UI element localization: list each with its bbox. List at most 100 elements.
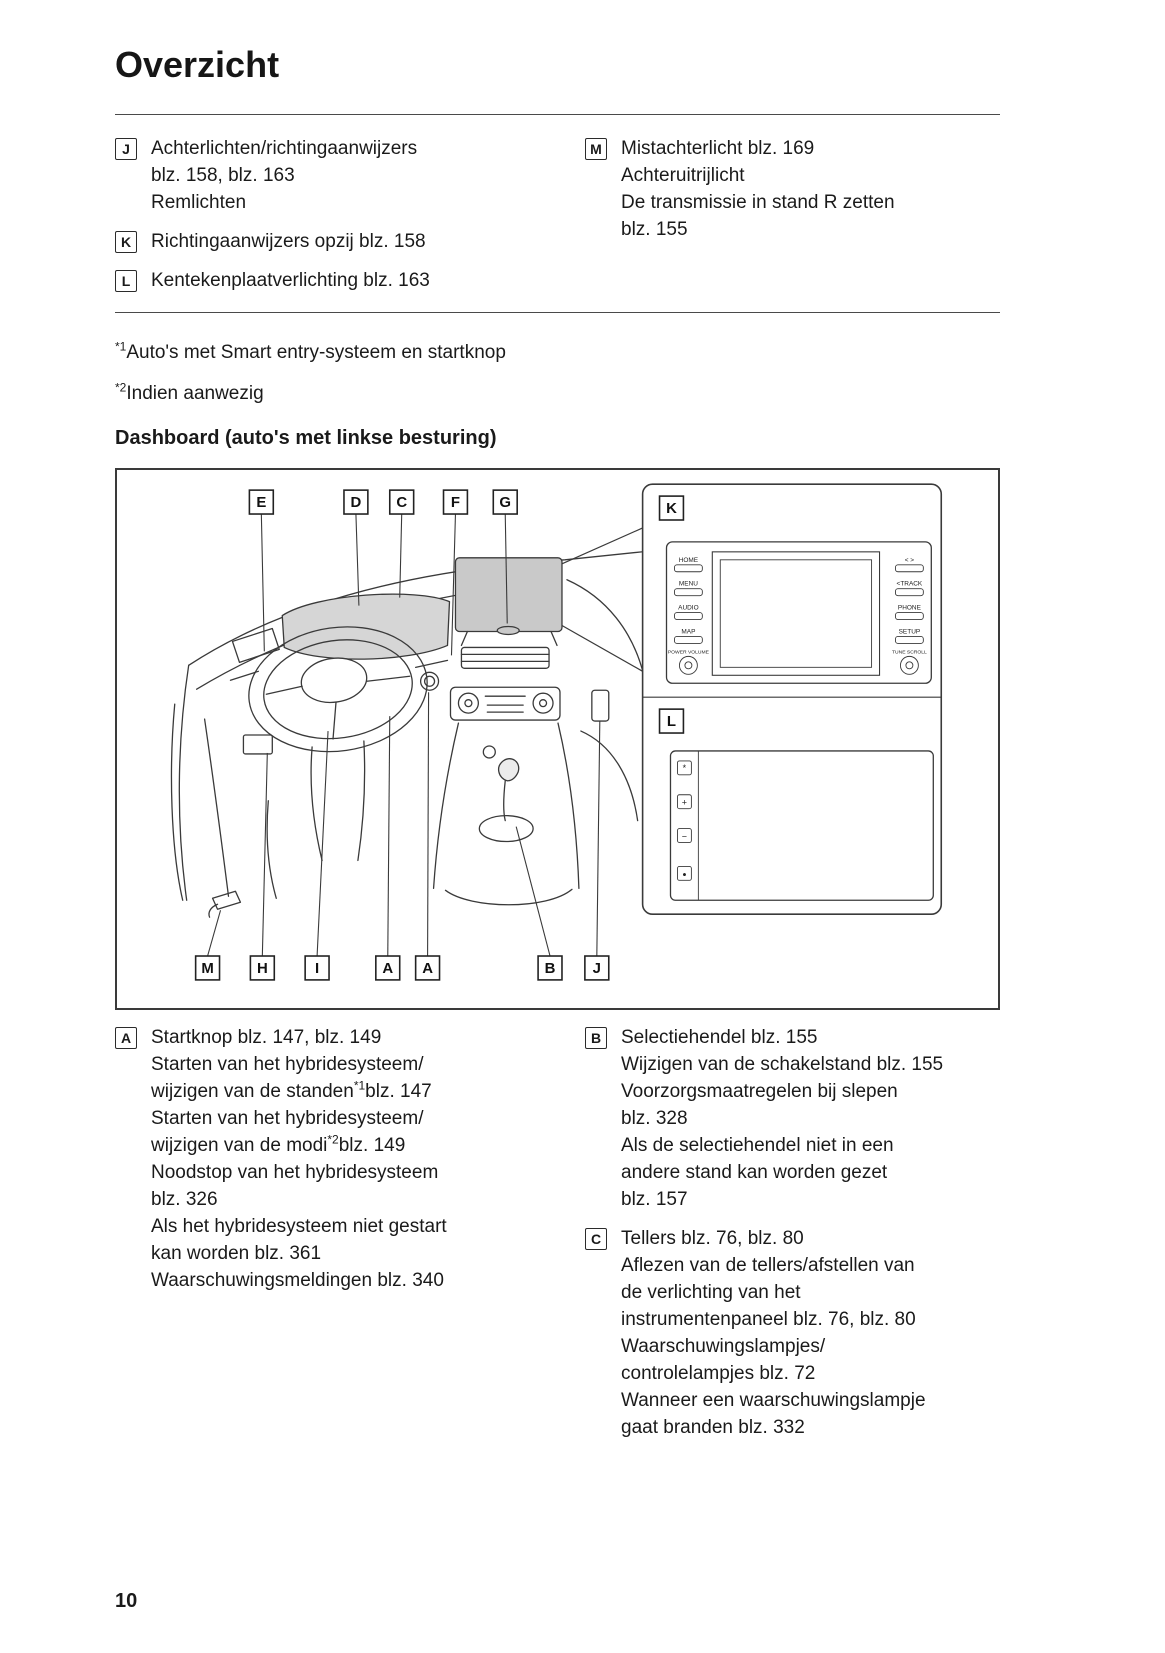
svg-text:AUDIO: AUDIO: [678, 605, 699, 612]
ref-line: Starten van het hybridesysteem/: [151, 1054, 424, 1075]
svg-text:< >: < >: [905, 557, 915, 564]
callout-B: B: [537, 955, 563, 981]
right-stalk: [416, 660, 448, 667]
instrument-cluster: [282, 594, 449, 659]
svg-text:SETUP: SETUP: [899, 628, 921, 635]
svg-text:K: K: [666, 500, 677, 517]
ref-text: Richtingaanwijzers opzij blz. 158: [151, 228, 426, 255]
callout-boxes: E D C F G: [194, 489, 685, 981]
left-vent: [232, 629, 279, 663]
callout-F: F: [442, 489, 469, 515]
callout-I: I: [304, 955, 330, 981]
svg-text:POWER VOLUME: POWER VOLUME: [668, 649, 710, 655]
leader-lines: [207, 514, 601, 957]
callout-A2: A: [414, 955, 441, 981]
dashboard-diagram: HOME MENU AUDIO MAP POWER VOLUME < >: [115, 468, 1000, 1010]
svg-text:H: H: [257, 960, 268, 977]
page-number: 10: [115, 1590, 138, 1612]
dashboard-diagram-svg: HOME MENU AUDIO MAP POWER VOLUME < >: [117, 483, 943, 981]
svg-text:F: F: [451, 494, 460, 511]
svg-text:HOME: HOME: [679, 557, 699, 564]
svg-text:●: ●: [682, 871, 686, 878]
ref-line: Selectiehendel blz. 155: [621, 1027, 818, 1048]
svg-text:D: D: [351, 494, 362, 511]
key-box-B: B: [585, 1027, 607, 1049]
svg-text:B: B: [545, 960, 556, 977]
svg-text:TUNE SCROLL: TUNE SCROLL: [892, 649, 927, 655]
ref-line: Richtingaanwijzers opzij blz. 158: [151, 231, 426, 252]
start-button: [421, 672, 439, 690]
left-stalk: [230, 671, 258, 680]
ref-line: Wanneer een waarschuwingslampje: [621, 1390, 926, 1411]
center-vents: [461, 647, 549, 668]
section-heading: Dashboard (auto's met linkse besturing): [115, 427, 497, 449]
ref-line: Achteruitrijlicht: [621, 165, 745, 186]
svg-text:J: J: [593, 960, 601, 977]
ref-line: blz. 155: [621, 219, 688, 240]
callout-G: G: [492, 489, 518, 515]
key-box-K: K: [115, 231, 137, 253]
ref-line: controlelampjes blz. 72: [621, 1363, 816, 1384]
ref-line: Remlichten: [151, 192, 247, 213]
ref-line: Kentekenplaatverlichting blz. 163: [151, 270, 430, 291]
svg-text:+: +: [682, 798, 687, 808]
svg-text:<TRACK: <TRACK: [897, 581, 923, 588]
power-volume-knob: [678, 655, 698, 675]
svg-text:L: L: [667, 713, 676, 730]
ref-line: Als de selectiehendel niet in een: [621, 1135, 894, 1156]
callout-E: E: [248, 489, 275, 515]
infotainment-right-buttons: < > <TRACK PHONE SETUP TUNE SCROLL: [892, 557, 927, 675]
ref-line: Voorzorgsmaatregelen bij slepen: [621, 1081, 898, 1102]
ref-line: wijzigen van de modi*2blz. 149: [151, 1132, 406, 1156]
ref-line: Wijzigen van de schakelstand blz. 155: [621, 1054, 944, 1075]
l-panel: * + − ●: [669, 750, 934, 901]
inset-funnel-lines: [561, 527, 643, 672]
svg-text:MENU: MENU: [679, 581, 698, 588]
ref-line: Startknop blz. 147, blz. 149: [151, 1027, 382, 1048]
switch-panel: [243, 735, 272, 754]
svg-text:PHONE: PHONE: [898, 605, 922, 612]
callout-H: H: [249, 955, 276, 981]
release-lever: [209, 891, 240, 917]
ref-line: blz. 326: [151, 1189, 218, 1210]
divider-top: [115, 114, 1000, 115]
audio-unit: [450, 687, 560, 720]
accessory-outlet: [592, 690, 609, 721]
ref-line: Waarschuwingsmeldingen blz. 340: [151, 1270, 444, 1291]
ref-line: gaat branden blz. 332: [621, 1417, 805, 1438]
ref-line: andere stand kan worden gezet: [621, 1162, 888, 1183]
ref-line: Waarschuwingslampjes/: [621, 1336, 826, 1357]
ref-line: Tellers blz. 76, blz. 80: [621, 1228, 804, 1249]
callout-M: M: [194, 955, 221, 981]
page-title: Overzicht: [115, 44, 280, 85]
infotainment-left-buttons: HOME MENU AUDIO MAP POWER VOLUME: [668, 557, 710, 675]
ref-line: kan worden blz. 361: [151, 1243, 322, 1264]
ref-item-K: K Richtingaanwijzers opzij blz. 158: [115, 228, 585, 255]
ref-line: De transmissie in stand R zetten: [621, 192, 895, 213]
gear-shifter: [479, 746, 533, 842]
svg-text:MAP: MAP: [681, 628, 695, 635]
center-screen: [455, 558, 562, 646]
svg-text:A: A: [422, 960, 433, 977]
ref-line: blz. 328: [621, 1108, 688, 1129]
key-box-C: C: [585, 1228, 607, 1250]
ref-line: instrumentenpaneel blz. 76, blz. 80: [621, 1309, 916, 1330]
callout-A1: A: [375, 955, 401, 981]
callout-L: L: [658, 708, 685, 734]
divider-middle: [115, 312, 1000, 313]
svg-text:M: M: [201, 960, 213, 977]
ref-line: Mistachterlicht blz. 169: [621, 138, 815, 159]
svg-text:I: I: [315, 960, 319, 977]
ref-text: Kentekenplaatverlichting blz. 163: [151, 267, 430, 294]
